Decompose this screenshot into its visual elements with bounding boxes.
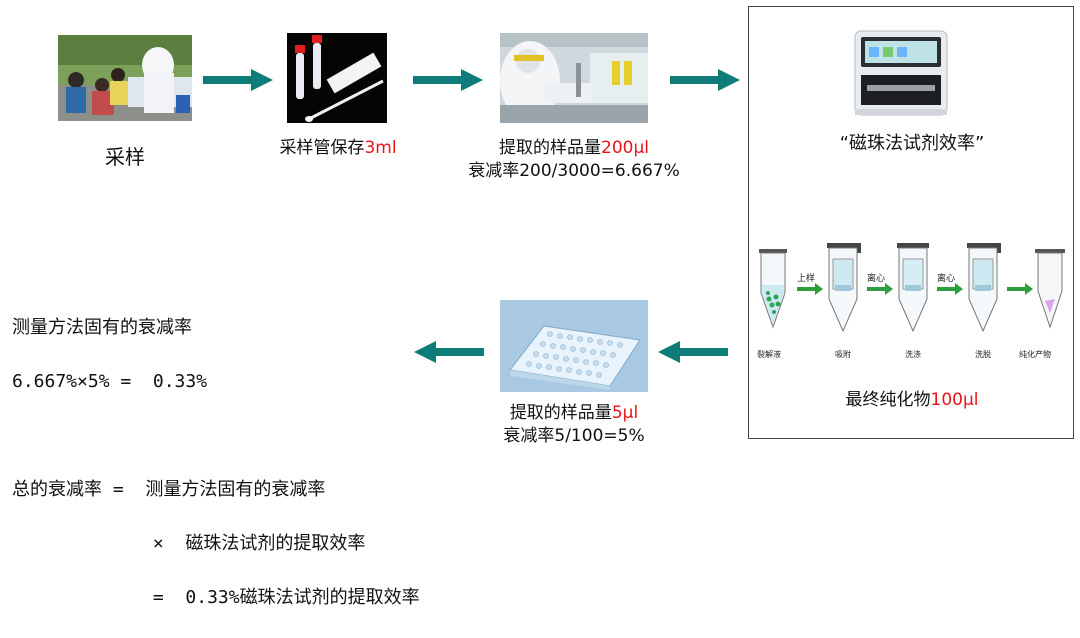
extract2-label: 提取的样品量5μl (509, 403, 639, 423)
sampling-photo (58, 35, 192, 121)
stage-label-elute: 洗脱 (975, 350, 991, 359)
adsorb-tube-icon (827, 243, 861, 333)
purified-volume-label: 最终纯化物100μl (845, 390, 979, 410)
arrow-label-load: 上样 (797, 274, 816, 284)
product-tube-icon (1035, 249, 1065, 329)
extract1-value: 200μl (601, 138, 649, 158)
purification-process-diagram (757, 241, 1069, 371)
tube-photo (287, 33, 387, 123)
process-arrow-icon (797, 283, 823, 295)
formula-block: 测量方法固有的衰减率 6.667%×5% = 0.33% 总的衰减率 = 测量方… (12, 287, 420, 638)
elute-tube-icon (967, 243, 1001, 333)
stage-label-lysis: 裂解液 (757, 350, 781, 359)
tube-volume-label: 采样管保存3ml (279, 138, 397, 158)
plate-photo (500, 300, 648, 392)
extraction-machine-image (851, 29, 951, 123)
purified-volume-value: 100μl (930, 390, 979, 410)
extract2-value: 5μl (611, 403, 639, 423)
lysis-tube-icon (759, 249, 787, 329)
extract2-attenuation: 衰减率5/100=5% (503, 426, 645, 446)
arrow-left-icon (414, 341, 484, 367)
process-arrow-icon (1007, 283, 1033, 295)
stage-label-adsorb: 吸附 (835, 350, 851, 359)
arrow-right-icon (203, 69, 273, 95)
arrow-right-icon (670, 69, 740, 95)
formula-line-4: × 磁珠法试剂的提取效率 (12, 533, 366, 554)
formula-line-3: 总的衰减率 = 测量方法固有的衰减率 (12, 479, 326, 500)
formula-spacer (12, 422, 420, 449)
reagent-panel: “磁珠法试剂效率” (748, 6, 1074, 439)
wash-tube-icon (897, 243, 929, 333)
process-arrow-icon (937, 283, 963, 295)
sampling-label: 采样 (105, 145, 145, 169)
process-arrow-icon (867, 283, 893, 295)
extract1-label: 提取的样品量200μl (499, 138, 649, 158)
tube-volume-value: 3ml (364, 138, 397, 158)
arrow-label-centrifuge-1: 离心 (867, 274, 886, 284)
formula-line-1: 测量方法固有的衰减率 (12, 317, 192, 338)
stage-label-product: 纯化产物 (1019, 350, 1051, 359)
formula-line-5: = 0.33%磁珠法试剂的提取效率 (12, 587, 420, 608)
arrow-right-icon (413, 69, 483, 95)
stage-label-wash: 洗涤 (905, 350, 921, 359)
formula-line-2: 6.667%×5% = 0.33% (12, 371, 208, 392)
lab-photo (500, 33, 648, 123)
arrow-left-icon (658, 341, 728, 367)
arrow-label-centrifuge-2: 离心 (937, 274, 956, 284)
extract1-attenuation: 衰减率200/3000=6.667% (468, 161, 680, 181)
reagent-efficiency-label: “磁珠法试剂效率” (839, 133, 985, 154)
